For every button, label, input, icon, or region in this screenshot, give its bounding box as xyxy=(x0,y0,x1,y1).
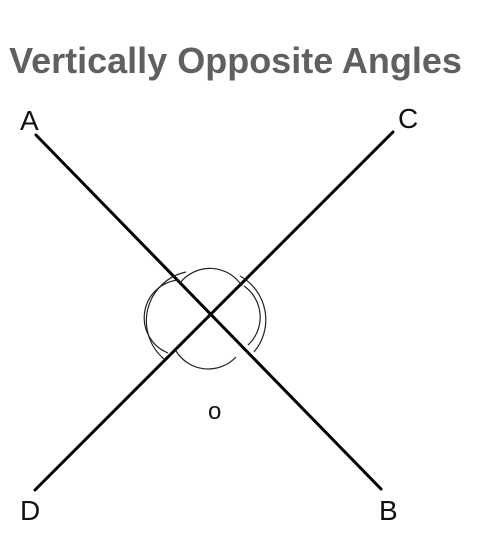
right-angle-arc xyxy=(243,285,261,346)
intersection-label: o xyxy=(208,398,221,425)
diagram-title: Vertically Opposite Angles xyxy=(9,40,462,81)
left-angle-arc-outer xyxy=(145,271,187,360)
point-a-label: A xyxy=(20,105,39,136)
top-angle-arc xyxy=(179,267,243,287)
bottom-angle-arc xyxy=(175,350,237,370)
point-b-label: B xyxy=(379,495,398,526)
point-c-label: C xyxy=(398,103,418,134)
line-ab xyxy=(34,133,383,491)
left-angle-arc xyxy=(143,279,179,354)
line-cd xyxy=(33,130,395,492)
right-angle-arc-outer xyxy=(239,275,267,353)
point-d-label: D xyxy=(20,495,40,526)
